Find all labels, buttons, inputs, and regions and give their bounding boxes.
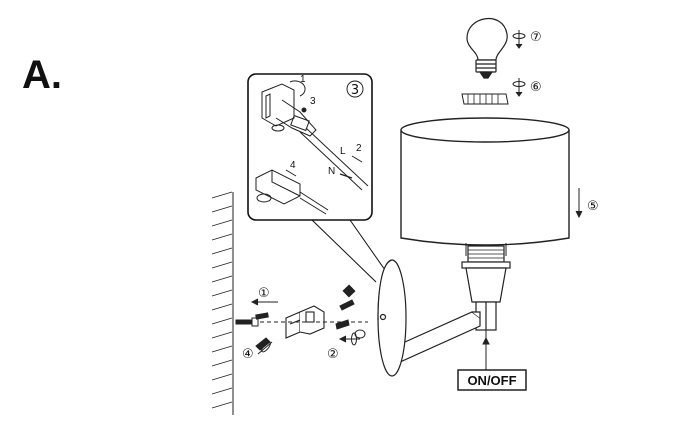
- rotate-arrow-icon: [289, 80, 306, 97]
- terminal-block-bottom: [255, 169, 329, 215]
- step-4-label: ④: [242, 347, 254, 362]
- inset-sub-step-1: 1: [300, 74, 306, 85]
- screw-icon: [339, 299, 355, 311]
- mounting-bracket: [285, 305, 325, 339]
- rotate-arrow-icon: [512, 30, 526, 49]
- rotate-arrow-icon: [257, 341, 273, 355]
- screw-icon: [335, 319, 350, 330]
- on-off-switch: [457, 369, 527, 391]
- inset-sub-step-2: 2: [356, 143, 362, 154]
- wire-label-live: L: [340, 146, 346, 157]
- lamp-shade: [400, 117, 570, 256]
- step-3-label: 3: [351, 83, 359, 98]
- left-arrow-icon: [250, 298, 278, 306]
- light-bulb: [466, 18, 508, 79]
- arrow-icon: [351, 155, 363, 163]
- lamp-socket: [461, 245, 511, 331]
- step-6-label: ⑥: [530, 80, 542, 95]
- down-arrow-icon: [575, 188, 583, 219]
- step-5-label: ⑤: [587, 199, 599, 214]
- wall-backplate: [377, 259, 407, 377]
- wall-plug: [255, 312, 269, 320]
- lamp-arm: [395, 311, 481, 363]
- screw-icon: [301, 107, 307, 113]
- wire-strip-icon: [339, 173, 353, 179]
- shade-ring: [461, 93, 509, 105]
- screw-icon: [354, 329, 366, 339]
- inset-sub-step-3: 3: [310, 96, 316, 107]
- screw-icon: [342, 284, 356, 298]
- wall-surface: [211, 191, 234, 415]
- step-1-label: ①: [258, 286, 270, 301]
- wiring-detail-inset: 1 3 L N 2 4: [247, 73, 386, 283]
- rotate-arrow-icon: [338, 332, 360, 346]
- step-3-badge: [346, 80, 364, 98]
- wire-label-neutral: N: [328, 166, 335, 177]
- inset-sub-step-4: 4: [290, 160, 296, 171]
- arrow-icon: [285, 169, 297, 177]
- step-2-label: ②: [327, 347, 339, 362]
- on-off-label: ON/OFF: [467, 373, 516, 388]
- step-7-label: ⑦: [530, 30, 542, 45]
- section-label: A.: [22, 53, 62, 97]
- terminal-block-top: [261, 83, 369, 191]
- pull-switch-cord: [482, 330, 490, 370]
- wall-plug: [235, 317, 259, 327]
- rotate-arrow-icon: [512, 78, 526, 97]
